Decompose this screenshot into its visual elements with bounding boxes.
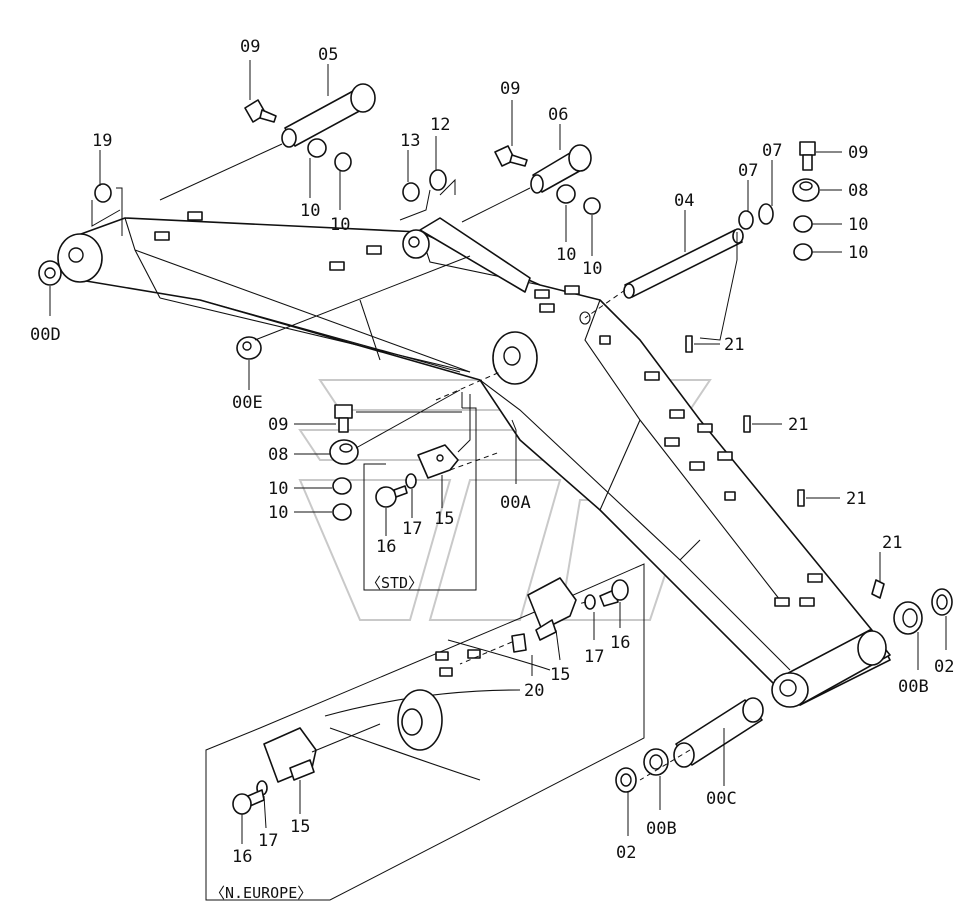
washer-12 (429, 169, 447, 191)
label-17: 17 (258, 831, 278, 851)
label-15: 15 (290, 817, 310, 837)
label-10: 10 (330, 215, 350, 235)
nut-10-f (793, 243, 813, 261)
boom-body (57, 211, 891, 708)
label-21: 21 (882, 533, 902, 553)
bolt-09-b (494, 145, 528, 167)
label-13: 13 (400, 131, 420, 151)
nut-10-a (307, 138, 327, 158)
label-02: 02 (934, 657, 954, 677)
label-05: 05 (318, 45, 338, 65)
label-21: 21 (724, 335, 744, 355)
label-00D: 00D (30, 325, 61, 345)
label-19: 19 (92, 131, 112, 151)
label-20: 20 (524, 681, 544, 701)
label-07: 07 (762, 141, 782, 161)
label-21: 21 (846, 489, 866, 509)
label-16: 16 (232, 847, 252, 867)
bushing-00B-a (893, 601, 923, 635)
pin-00C (673, 697, 764, 768)
nut-10-b (334, 152, 352, 172)
label-10: 10 (582, 259, 602, 279)
label-09: 09 (500, 79, 520, 99)
label-00B: 00B (898, 677, 929, 697)
bushing-00D (38, 260, 62, 286)
pin-05 (281, 83, 376, 148)
pin-06 (530, 144, 592, 194)
bolt-09-a (244, 99, 277, 123)
label-08: 08 (268, 445, 288, 465)
clip-21-a (685, 335, 693, 353)
washer-07-b (758, 203, 774, 225)
label-16: 16 (610, 633, 630, 653)
label-10: 10 (300, 201, 320, 221)
label-09: 09 (268, 415, 288, 435)
label-09: 09 (240, 37, 260, 57)
label-std: 〈STD〉 (366, 574, 423, 592)
label-07: 07 (738, 161, 758, 181)
bolt-09-c (799, 141, 816, 171)
washer-07-a (738, 210, 754, 230)
label-12: 12 (430, 115, 450, 135)
leader-lines (49, 60, 947, 844)
label-04: 04 (674, 191, 694, 211)
clip-21-d (871, 579, 885, 599)
ring-02-b (615, 767, 637, 793)
label-02: 02 (616, 843, 636, 863)
label-10: 10 (268, 503, 288, 523)
label-10: 10 (556, 245, 576, 265)
label-n-europe: 〈N.EUROPE〉 (210, 884, 312, 902)
label-09: 09 (848, 143, 868, 163)
collar-08-a (792, 178, 820, 202)
n-europe-group (205, 563, 645, 901)
label-00B: 00B (646, 819, 677, 839)
nut-10-c (556, 184, 576, 204)
label-10: 10 (848, 215, 868, 235)
label-17: 17 (402, 519, 422, 539)
washer-19 (94, 183, 112, 203)
label-00C: 00C (706, 789, 737, 809)
nut-10-e (793, 215, 813, 233)
label-15: 15 (434, 509, 454, 529)
std-group (329, 392, 477, 591)
label-10: 10 (848, 243, 868, 263)
bushing-00B-b (643, 748, 669, 776)
label-16: 16 (376, 537, 396, 557)
label-17: 17 (584, 647, 604, 667)
label-00E: 00E (232, 393, 263, 413)
bushing-00E (236, 336, 262, 360)
label-00A: 00A (500, 493, 531, 513)
part-labels: 09 05 09 06 12 13 19 10 10 10 10 04 07 0… (30, 37, 954, 902)
ring-02-a (931, 588, 953, 616)
label-06: 06 (548, 105, 568, 125)
pin-04 (623, 228, 744, 299)
clip-21-c (797, 489, 805, 507)
clip-21-b (743, 415, 751, 433)
label-21: 21 (788, 415, 808, 435)
label-10: 10 (268, 479, 288, 499)
washer-13 (402, 182, 420, 202)
label-15: 15 (550, 665, 570, 685)
label-08: 08 (848, 181, 868, 201)
nut-10-d (583, 197, 601, 215)
